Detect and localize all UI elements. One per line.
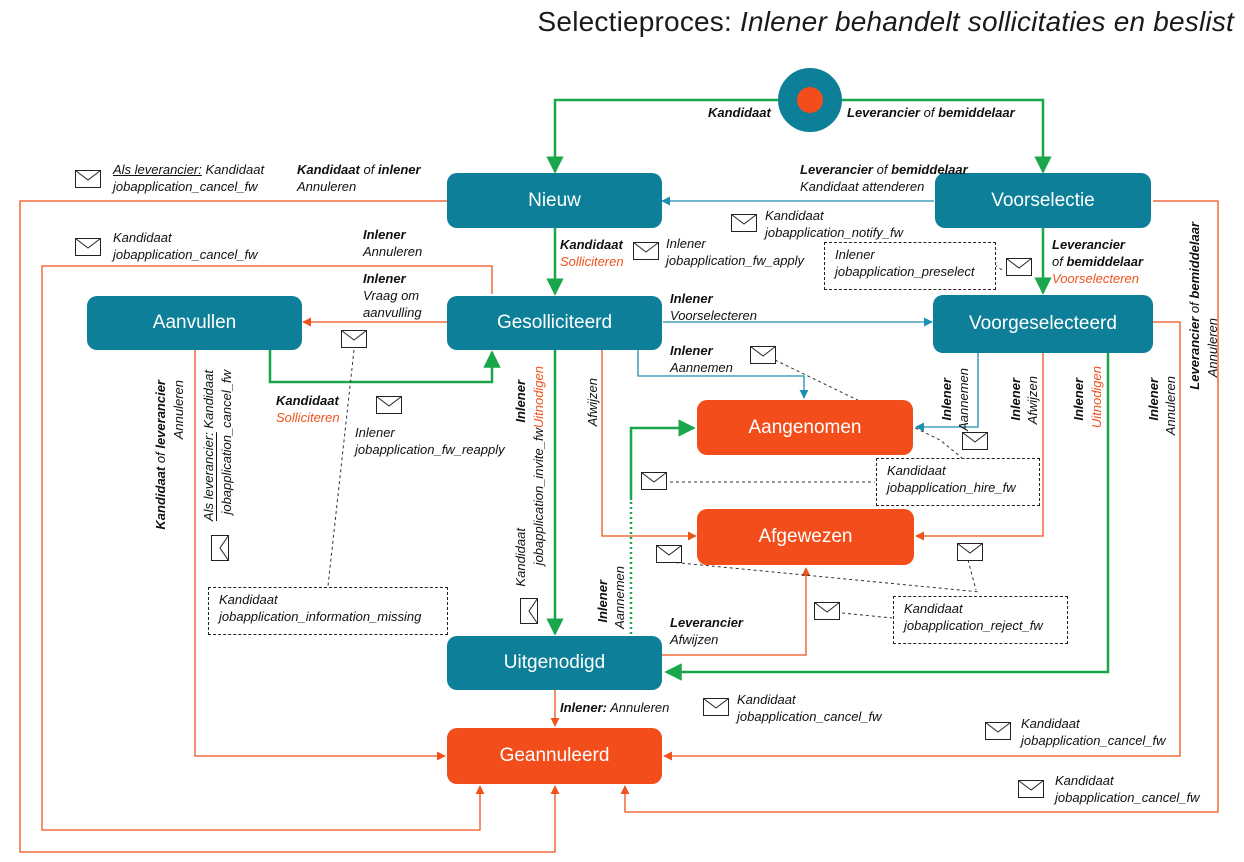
label-annuleren-vertical-5: Annuleren [1163,376,1178,436]
envelope-icon [1006,258,1032,276]
green-transitions [268,98,1110,681]
state-aanvullen[interactable]: Aanvullen [87,296,302,350]
label-inlener-vertical-5: Inlener [1146,378,1161,421]
label-annuleren-vertical-1: Annuleren [171,380,186,440]
label-annuleren-vertical-6: Annuleren [1205,318,1220,378]
state-uitgenodigd[interactable]: Uitgenodigd [447,636,662,690]
label-leverancier-vertical-6: Leverancier of bemiddelaar [1187,222,1202,390]
envelope-icon [376,396,402,414]
label-leverancier-start: Leverancier of bemiddelaar [847,105,1015,120]
label-inlener-vertical-1: Inlener [513,380,528,423]
envelope-icon [703,698,729,716]
label-kandidaat-start: Kandidaat [708,105,771,120]
envelope-icon [1018,780,1044,798]
label-inlener-annuleren-bottom: Inlener: Annuleren [560,700,670,715]
notify-cancel-vertical-2: jobapplication_cancel_fw [219,370,234,515]
envelope-icon [985,722,1011,740]
envelope-icon [633,242,659,260]
envelope-icon [962,432,988,450]
state-voorgeselecteerd[interactable]: Voorgeselecteerd [933,295,1153,353]
teal-transitions [637,196,979,432]
label-inlener-vertical-4: Inlener [1071,378,1086,421]
label-inlener-vertical-2: Inlener [939,378,954,421]
start-node-icon [778,68,842,132]
envelope-icon [520,598,538,624]
state-gesolliciteerd[interactable]: Gesolliciteerd [447,296,662,350]
label-inlener-vertical-7: Inlener [595,580,610,623]
state-geannuleerd[interactable]: Geannuleerd [447,728,662,784]
state-nieuw[interactable]: Nieuw [447,173,662,228]
notify-invite-1: Kandidaat [513,528,528,587]
state-afgewezen[interactable]: Afgewezen [697,509,914,565]
notify-invite-2: jobapplication_invite_fw [531,428,546,566]
label-uitnodigen-vertical-1: Uitnodigen [531,366,546,429]
envelope-icon [211,535,229,561]
envelope-icon [656,545,682,563]
label-aannemen-vertical-7: Aannemen [612,566,627,629]
envelope-icon [731,214,757,232]
label-afwijzen-vertical-3: Afwijzen [1025,376,1040,425]
label-aannemen-vertical-2: Aannemen [956,368,971,431]
envelope-icon [641,472,667,490]
notify-cancel-vertical-1: Als leverancier: Kandidaat [201,370,216,522]
envelope-icon [957,543,983,561]
state-voorselectie[interactable]: Voorselectie [935,173,1151,228]
envelope-icon [75,238,101,256]
label-inlener-vertical-3: Inlener [1008,378,1023,421]
label-kandidaat-of-leverancier: Kandidaat of leverancier [153,380,168,530]
label-afwijzen-vertical-1: Afwijzen [585,378,600,427]
envelope-icon [341,330,367,348]
envelope-icon [750,346,776,364]
envelope-icon [814,602,840,620]
orange-transitions [19,200,1219,853]
diagram-title: Selectieproces: Inlener behandelt sollic… [537,6,1234,37]
envelope-icon [75,170,101,188]
label-uitnodigen-vertical-4: Uitnodigen [1089,366,1104,429]
state-aangenomen[interactable]: Aangenomen [697,400,913,455]
